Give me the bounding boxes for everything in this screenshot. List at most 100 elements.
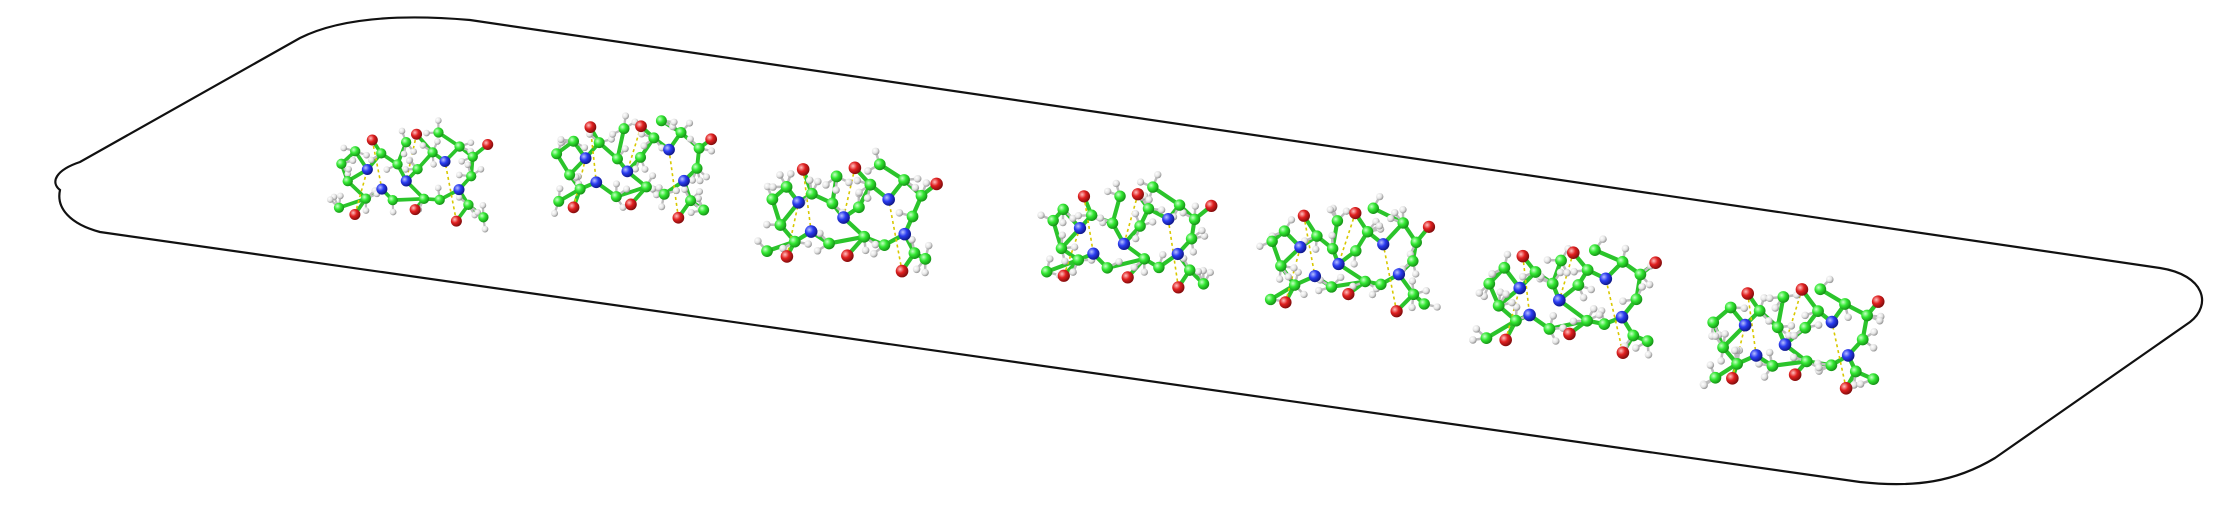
hydrogen-atom (423, 129, 430, 137)
hydrogen-atom (649, 172, 657, 180)
molecule-4 (1037, 171, 1218, 294)
carbon-atom (1572, 279, 1585, 291)
hydrogen-atom (402, 166, 409, 173)
hydrogen-atom (1784, 331, 1793, 340)
carbon-atom (412, 164, 423, 175)
oxygen-atom (796, 163, 810, 176)
carbon-atom (350, 146, 361, 157)
hydrogen-atom (1549, 312, 1557, 320)
nitrogen-atom (590, 176, 603, 189)
carbon-atom (1753, 304, 1766, 317)
hydrogen-atom (1386, 214, 1395, 223)
nitrogen-atom (1162, 212, 1175, 226)
carbon-atom (1814, 283, 1827, 296)
hydrogen-bond (1558, 252, 1575, 301)
hydrogen-bond (1746, 293, 1757, 356)
hydrogen-atom (1815, 363, 1823, 372)
hydrogen-atom (694, 194, 702, 202)
hydrogen-atom (400, 150, 408, 158)
hydrogen-atom (1368, 290, 1377, 299)
carbon-atom (1418, 298, 1430, 310)
hydrogen-atom (551, 209, 559, 217)
hydrogen-atom (855, 188, 863, 197)
hydrogen-atom (1787, 322, 1796, 330)
carbon-atom (873, 158, 886, 171)
hydrogen-atom (1069, 268, 1077, 276)
hydrogen-atom (1132, 234, 1140, 243)
hydrogen-atom (924, 241, 933, 250)
hydrogen-atom (871, 147, 880, 156)
hydrogen-atom (419, 142, 427, 149)
hydrogen-atom (1069, 214, 1077, 223)
hydrogen-atom (623, 185, 631, 193)
oxygen-atom (1563, 327, 1576, 341)
hydrogen-atom (1801, 311, 1809, 320)
hydrogen-atom (479, 202, 487, 209)
hydrogen-atom (776, 171, 784, 179)
hydrogen-atom (1508, 298, 1516, 307)
hydrogen-atom (455, 171, 463, 179)
carbon-atom (1707, 316, 1720, 329)
carbon-atom (788, 235, 801, 248)
hydrogen-atom (1145, 196, 1153, 204)
carbon-atom (823, 237, 835, 250)
hydrogen-atom (464, 161, 472, 169)
carbon-atom (1407, 255, 1419, 267)
hydrogen-atom (1046, 255, 1054, 263)
hydrogen-atom (581, 144, 589, 152)
carbon-atom (467, 151, 478, 162)
carbon-atom (1138, 253, 1151, 265)
hydrogen-atom (1408, 303, 1416, 312)
hydrogen-atom (1189, 248, 1197, 256)
hydrogen-atom (1287, 216, 1296, 224)
hydrogen-atom (1328, 231, 1336, 240)
hydrogen-atom (763, 220, 771, 229)
carbon-atom (360, 193, 372, 204)
hydrogen-atom (1103, 187, 1112, 196)
carbon-atom (780, 180, 793, 193)
carbon-atom (1153, 261, 1165, 274)
hydrogen-atom (1342, 207, 1351, 215)
carbon-atom (774, 219, 787, 231)
hydrogen-atom (1140, 268, 1149, 276)
hydrogen-atom (1037, 211, 1045, 219)
hydrogen-atom (434, 138, 441, 145)
hydrogen-atom (349, 157, 357, 164)
hydrogen-atom (458, 157, 465, 165)
carbon-atom (1724, 301, 1737, 314)
hydrogen-atom (1595, 311, 1604, 319)
hydrogen-atom (672, 187, 680, 195)
oxygen-atom (1741, 287, 1755, 300)
hydrogen-atom (434, 184, 442, 192)
oxygen-atom (450, 215, 462, 227)
hydrogen-atom (1730, 346, 1739, 355)
carbon-atom (1188, 213, 1201, 226)
carbon-atom (618, 123, 630, 135)
carbon-atom (1543, 323, 1556, 335)
hydrogen-atom (1154, 171, 1162, 179)
hydrogen-atom (1856, 380, 1865, 388)
hydrogen-bond (1303, 215, 1316, 277)
hydrogen-atom (1711, 332, 1720, 340)
hydrogen-atom (1130, 263, 1138, 272)
oxygen-atom (848, 161, 862, 175)
hydrogen-atom (1157, 206, 1166, 214)
carbon-atom (1266, 235, 1278, 247)
hydrogen-atom (481, 225, 489, 233)
hydrogen-atom (557, 136, 565, 144)
carbon-atom (1766, 359, 1779, 372)
carbon-atom (478, 212, 489, 223)
oxygen-atom (366, 134, 378, 146)
carbon-atom (342, 175, 353, 187)
carbon-atom (1350, 245, 1362, 257)
carbon-atom (1510, 314, 1522, 327)
hydrogen-atom (1326, 206, 1334, 214)
hydrogen-atom (1814, 321, 1823, 329)
hydrogen-atom (1844, 313, 1852, 322)
carbon-atom (1849, 365, 1862, 378)
oxygen-atom (1390, 305, 1403, 318)
carbon-atom (1326, 242, 1339, 255)
carbon-atom (1173, 199, 1186, 211)
hydrogen-atom (1755, 360, 1763, 368)
oxygen-atom (349, 208, 361, 220)
